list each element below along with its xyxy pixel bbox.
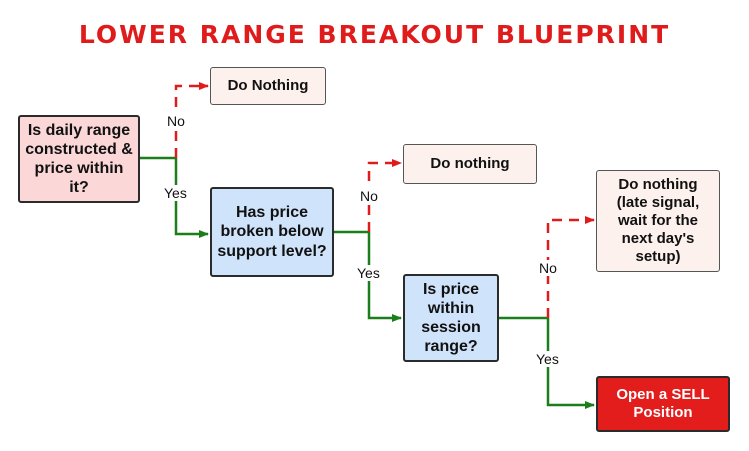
- edge-label-no-2: No: [359, 188, 379, 204]
- connector-yes-1: [174, 158, 209, 238]
- edge-label-no-1: No: [166, 113, 186, 129]
- node-open-sell-text: Open a SELL Position: [616, 386, 710, 421]
- node-do-nothing-1: Do Nothing: [210, 67, 326, 105]
- connector-yes-3: [546, 318, 595, 409]
- edge-label-yes-1: Yes: [163, 185, 188, 201]
- node-do-nothing-1-text: Do Nothing: [227, 77, 309, 94]
- node-daily-range-question: Is daily range constructed & price withi…: [18, 115, 140, 203]
- node-do-nothing-3-text: Do nothing (late signal, wait for the ne…: [616, 176, 700, 265]
- diagram-title: LOWER RANGE BREAKOUT BLUEPRINT: [78, 20, 671, 49]
- node-session-range-text: Is price within session range?: [421, 280, 481, 356]
- node-broken-support-question: Has price broken below support level?: [210, 187, 334, 277]
- node-open-sell-position: Open a SELL Position: [596, 376, 730, 432]
- node-daily-range-text: Is daily range constructed & price withi…: [25, 121, 133, 197]
- edge-label-yes-3: Yes: [535, 351, 560, 367]
- node-session-range-question: Is price within session range?: [403, 274, 499, 362]
- node-do-nothing-2-text: Do nothing: [430, 155, 510, 172]
- node-do-nothing-3: Do nothing (late signal, wait for the ne…: [596, 170, 720, 272]
- connector-no-1: [174, 82, 209, 158]
- connector-no-3: [546, 216, 595, 318]
- edge-label-no-3: No: [538, 260, 558, 276]
- connector-no-2: [367, 159, 402, 232]
- node-do-nothing-2: Do nothing: [403, 144, 537, 184]
- edge-label-yes-2: Yes: [356, 265, 381, 281]
- node-broken-support-text: Has price broken below support level?: [217, 204, 327, 260]
- connector-yes-2: [367, 232, 402, 322]
